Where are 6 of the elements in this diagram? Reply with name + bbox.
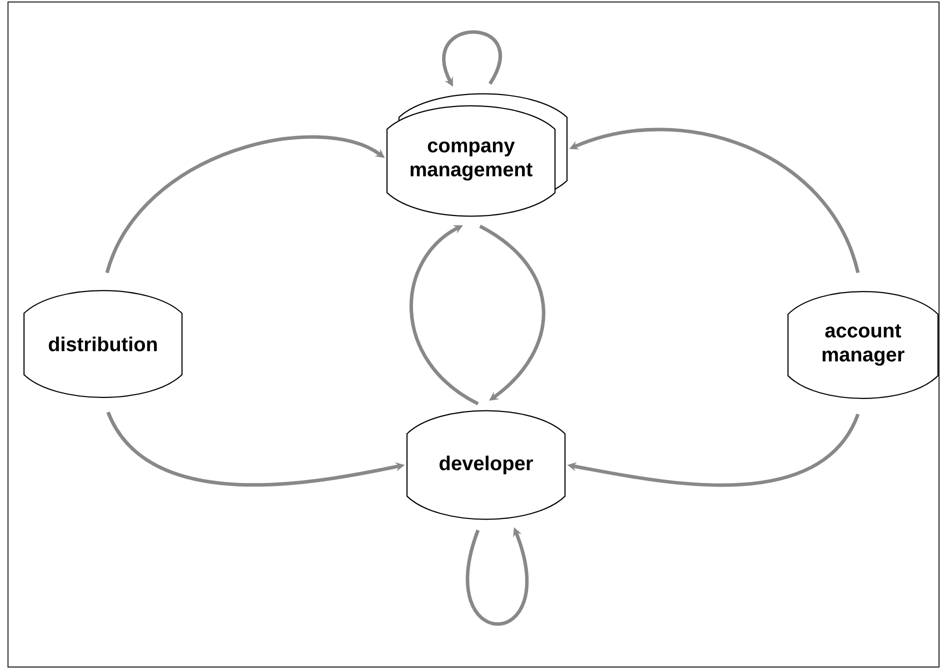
arrow bbox=[479, 224, 546, 401]
process-box: company management bbox=[386, 93, 568, 217]
process-box: distribution bbox=[23, 290, 183, 398]
process-box: account manager bbox=[787, 291, 939, 399]
arrow bbox=[410, 225, 479, 406]
process-box: developer bbox=[406, 410, 566, 520]
